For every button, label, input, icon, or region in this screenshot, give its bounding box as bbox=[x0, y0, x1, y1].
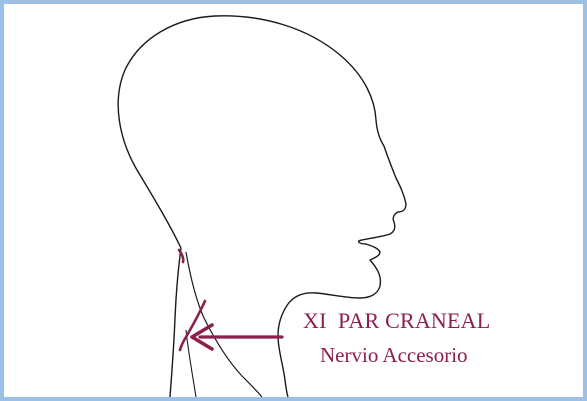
back-of-neck-outline bbox=[170, 248, 181, 397]
head-outline bbox=[118, 16, 406, 397]
nerve-title-label: XI PAR CRANEAL bbox=[303, 310, 490, 332]
left-arrow-icon bbox=[192, 325, 282, 349]
neck-muscle-outline bbox=[186, 252, 262, 397]
nerve-name-label: Nervio Accesorio bbox=[320, 345, 468, 366]
